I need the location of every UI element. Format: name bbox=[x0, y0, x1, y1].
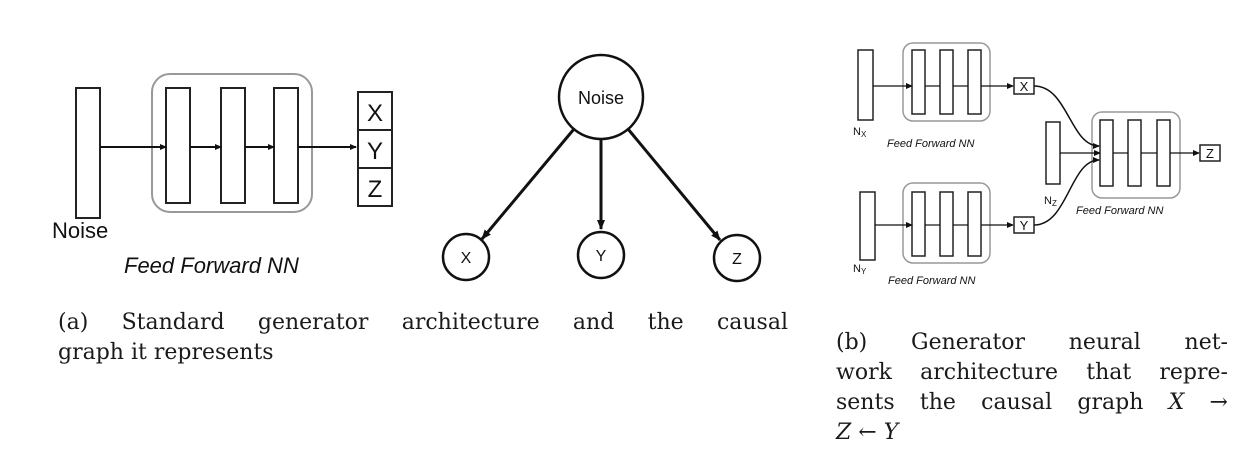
panel-a-causal-graph: Noise X Y Z bbox=[441, 53, 762, 283]
graph-node-z bbox=[712, 233, 762, 283]
ffnn-x-layer-1 bbox=[911, 49, 926, 115]
output-z-box bbox=[1199, 144, 1221, 162]
graph-edge-noise-z bbox=[626, 128, 722, 241]
nz-input-layer bbox=[1045, 121, 1061, 185]
ffnn-y-layer-2 bbox=[939, 191, 954, 257]
caption-b-line-3-text: sents the causal graph bbox=[836, 390, 1169, 415]
output-cell-y bbox=[357, 129, 393, 169]
ny-input-layer bbox=[859, 191, 876, 261]
ffnn-x-layer-2 bbox=[939, 49, 954, 115]
nz-label: NZ bbox=[1044, 195, 1057, 208]
ffnn-z-label: Feed Forward NN bbox=[1076, 205, 1163, 217]
output-label-y: Y bbox=[367, 138, 383, 165]
caption-a-line-1: (a) Standard generator architecture and … bbox=[58, 310, 788, 335]
panel-b-network: X NX Feed Forward NN Z NZ Feed Forward N… bbox=[853, 42, 1221, 287]
output-label-z: Z bbox=[368, 176, 383, 203]
caption-b: (b) Generator neural net- work architect… bbox=[836, 328, 1228, 448]
output-y-box bbox=[1013, 216, 1035, 234]
ffnn-x-label: Feed Forward NN bbox=[887, 138, 974, 150]
output-y-label: Y bbox=[1020, 218, 1029, 233]
ffnn-y-layer-3 bbox=[967, 191, 982, 257]
graph-edge-noise-x bbox=[480, 128, 576, 240]
noise-label: Noise bbox=[52, 218, 108, 243]
edge-y-to-z bbox=[1033, 157, 1100, 226]
graph-node-x bbox=[441, 232, 491, 282]
nx-label: NX bbox=[853, 126, 867, 139]
output-label-x: X bbox=[367, 100, 383, 127]
output-x-label: X bbox=[1020, 79, 1029, 94]
caption-b-line-3-math: X → bbox=[1168, 390, 1228, 415]
hidden-layer-2 bbox=[220, 87, 246, 204]
ffnn-y-label: Feed Forward NN bbox=[888, 275, 975, 287]
graph-node-z-label: Z bbox=[732, 251, 742, 268]
graph-node-noise-label: Noise bbox=[578, 88, 624, 108]
panel-a-network: X Y Z Noise Feed Forward NN bbox=[52, 73, 393, 278]
caption-a-line-2: graph it represents bbox=[58, 340, 274, 365]
hidden-layer-3 bbox=[273, 87, 299, 204]
graph-node-y-label: Y bbox=[596, 248, 607, 265]
graph-node-y bbox=[576, 230, 626, 280]
ffnn-z-layer-2 bbox=[1127, 119, 1142, 187]
caption-b-line-2: work architecture that repre- bbox=[836, 360, 1228, 385]
output-z-label: Z bbox=[1206, 146, 1214, 161]
graph-node-x-label: X bbox=[461, 250, 472, 267]
caption-b-line-3: sents the causal graph X → bbox=[836, 388, 1228, 418]
ffnn-z-layer-1 bbox=[1099, 119, 1114, 187]
edge-x-to-z bbox=[1033, 85, 1100, 149]
ffnn-x-layer-3 bbox=[967, 49, 982, 115]
noise-input-layer bbox=[75, 87, 101, 219]
nx-input-layer bbox=[857, 49, 874, 121]
ny-label: NY bbox=[853, 263, 867, 276]
caption-a: (a) Standard generator architecture and … bbox=[58, 308, 788, 368]
ffnn-label: Feed Forward NN bbox=[124, 253, 299, 278]
ffnn-y-layer-1 bbox=[911, 191, 926, 257]
ffnn-z-layer-3 bbox=[1156, 119, 1171, 187]
output-cell-x bbox=[357, 91, 393, 131]
output-cell-z bbox=[357, 167, 393, 207]
hidden-layer-1 bbox=[165, 87, 191, 204]
caption-b-line-4-math: Z ← Y bbox=[836, 420, 899, 445]
caption-b-line-1: (b) Generator neural net- bbox=[836, 330, 1228, 355]
